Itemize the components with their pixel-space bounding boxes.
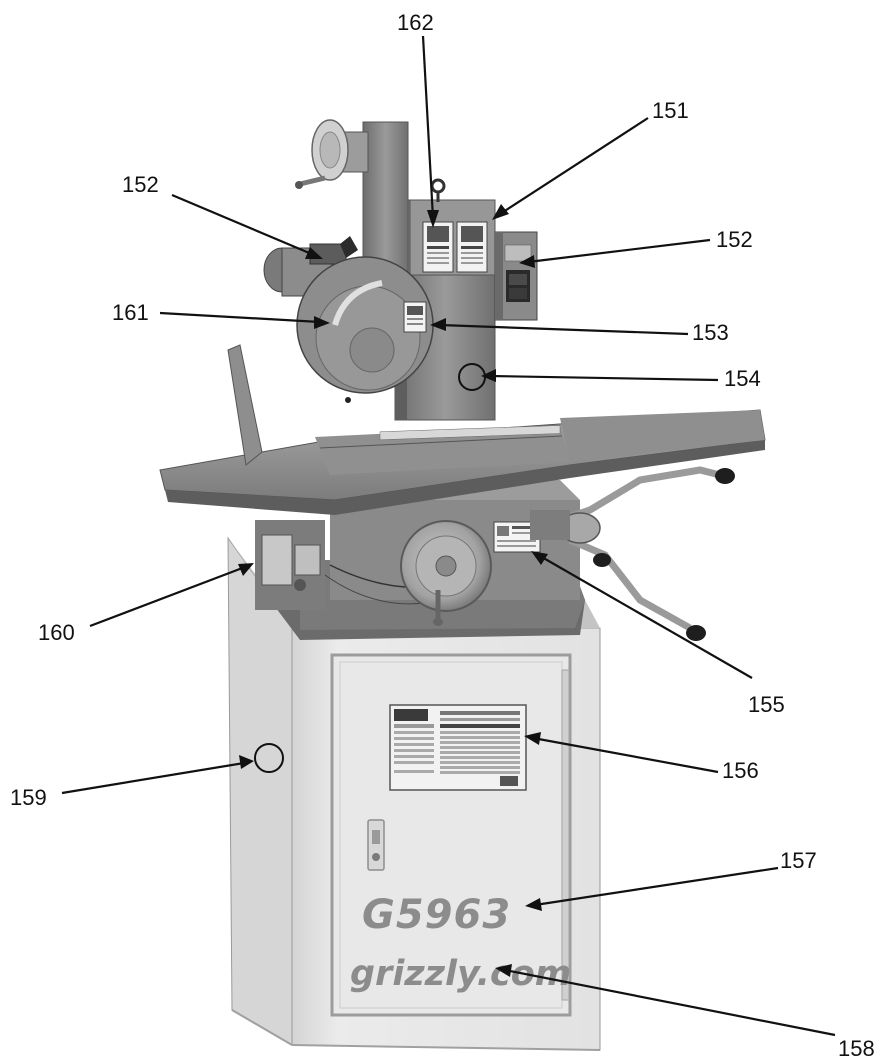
callout-label-151: 151 [652,98,689,123]
callout-label-157: 157 [780,848,817,873]
power-switch[interactable] [506,270,530,302]
grinding-wheel-head [263,236,434,403]
table-traverse-handwheel[interactable] [530,466,735,641]
worktable [159,344,766,515]
callout-label-159: 159 [10,785,47,810]
splash-guard [227,344,263,466]
cross-feed-handwheel[interactable] [400,520,492,626]
callout-label-153: 153 [692,320,729,345]
callout-label-152-right: 152 [716,227,753,252]
grinder-base [255,480,585,640]
door-website-text: grizzly.com [350,954,571,994]
callout-label-158: 158 [838,1036,875,1061]
callout-label-152-left: 152 [122,172,159,197]
door-model-text: G5963 [362,892,511,938]
callout-label-160: 160 [38,620,75,645]
callout-label-154: 154 [724,366,761,391]
side-panel-marker-circle [254,743,284,773]
elevation-head [295,119,409,278]
callout-leaders [61,35,836,1037]
door-latch-handle[interactable] [367,819,385,871]
callout-label-161: 161 [112,300,149,325]
table-scale [379,425,561,440]
callout-label-162: 162 [397,10,434,35]
door-hinge [561,669,570,1001]
machine-id-label-plate [389,704,527,791]
elevation-handwheel[interactable] [295,119,349,189]
callout-label-156: 156 [722,758,759,783]
switch-box [494,231,538,321]
lifting-eye-bolt [430,178,446,194]
callout-labels: 162 151 152 152 161 153 154 160 155 156 … [10,10,875,1061]
callout-label-155: 155 [748,692,785,717]
wheel-guard [296,256,434,403]
limit-switch-assembly [255,520,471,610]
column-warning-labels [422,221,488,273]
